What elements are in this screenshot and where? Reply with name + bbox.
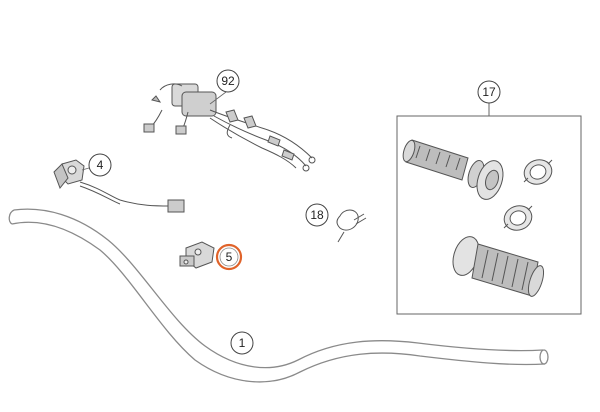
grip-kit-box: [396, 102, 582, 315]
callout-18-label: 18: [310, 208, 324, 222]
callout-4-label: 4: [97, 158, 104, 172]
cable-tie-part[interactable]: [336, 209, 367, 243]
callout-18[interactable]: 18: [305, 203, 329, 227]
callout-1[interactable]: 1: [230, 331, 254, 355]
grip-lock-ring-upper[interactable]: [521, 156, 556, 188]
starter-switch-part[interactable]: [179, 241, 215, 269]
callout-17-label: 17: [482, 85, 496, 99]
kill-switch-part[interactable]: [53, 159, 185, 213]
throttle-grip-part[interactable]: [401, 139, 508, 203]
callout-5-label: 5: [226, 250, 233, 264]
callout-92[interactable]: 92: [209, 69, 240, 105]
wiring-harness-part[interactable]: [143, 83, 316, 172]
callout-1-label: 1: [239, 336, 246, 350]
handlebar-part[interactable]: [8, 208, 549, 383]
callout-5[interactable]: 5: [215, 243, 243, 271]
callout-17[interactable]: 17: [477, 80, 501, 104]
callout-4[interactable]: 4: [81, 153, 112, 177]
grip-lock-ring-lower[interactable]: [501, 202, 536, 234]
callout-92-label: 92: [221, 74, 235, 88]
left-grip-part[interactable]: [448, 233, 546, 298]
